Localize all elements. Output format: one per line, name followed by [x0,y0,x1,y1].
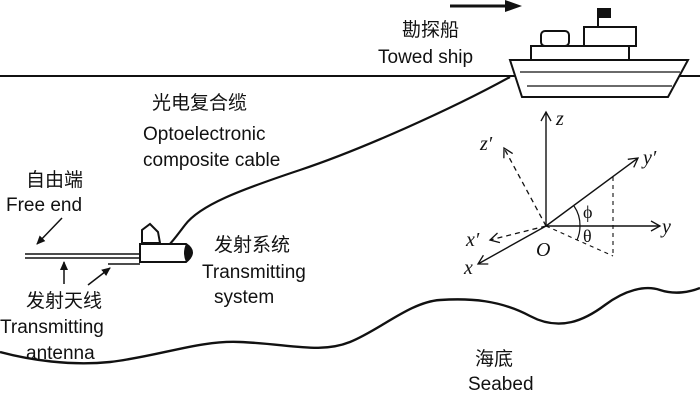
antenna-label-en-line2: antenna [26,343,95,364]
cable-label-zh: 光电复合缆 [152,92,247,114]
y-prime-axis-label: y′ [641,147,657,169]
y-axis-label: y [660,216,671,238]
theta-arc [576,225,581,241]
x-prime-axis [488,225,547,244]
ship-label-en: Towed ship [378,47,473,68]
free-end-pointer [36,217,63,245]
phi-label: ϕ [583,202,592,222]
origin-label: O [536,239,550,261]
antenna-label-zh: 发射天线 [26,290,102,312]
optoelectronic-cable [167,76,511,247]
seabed-label-zh: 海底 [475,348,513,370]
transmitting-system-label-zh: 发射系统 [214,234,290,256]
transmitting-system-icon [139,222,193,263]
cable-label-en-line1: Optoelectronic [143,124,266,145]
y-prime-axis [545,157,640,227]
cable-label-en-line2: composite cable [143,150,280,171]
z-prime-axis-label: z′ [479,133,493,155]
seabed-curve [0,286,700,365]
theta-label: θ [583,226,592,246]
antenna-pointer-diag [87,267,111,286]
transmitting-system-label-en-line2: system [214,287,274,308]
x-prime-axis-label: x′ [465,229,480,251]
z-prime-axis [503,146,547,227]
heading-arrow [450,0,522,12]
transmitting-system-label-en-line1: Transmitting [202,262,306,283]
seabed-label-en: Seabed [468,374,534,395]
towed-ship-icon [508,8,690,98]
coordinate-system [476,110,662,265]
ship-label-zh: 勘探船 [402,19,459,41]
phi-arc [573,205,581,227]
x-axis-label: x [463,257,473,279]
antenna-label-en-line1: Transmitting [0,317,104,338]
x-axis [476,225,547,265]
transmitting-antenna [25,253,140,265]
free-end-label-en: Free end [6,195,82,216]
free-end-label-zh: 自由端 [26,169,83,191]
z-axis-label: z [555,108,564,130]
